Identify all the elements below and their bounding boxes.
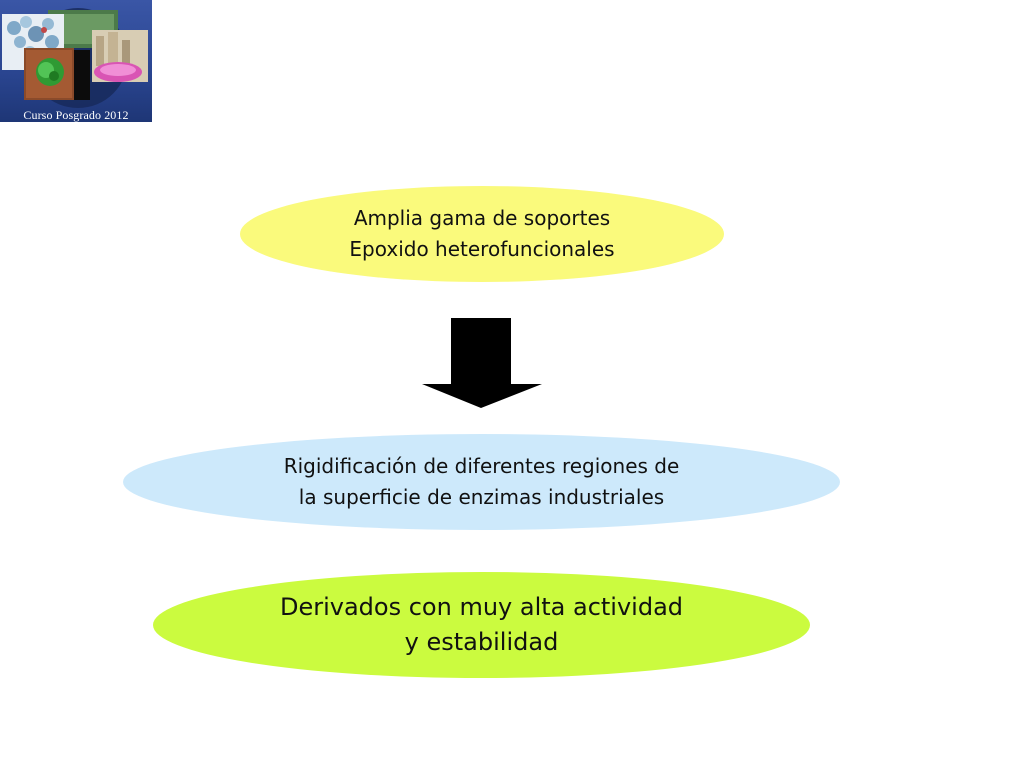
step-rigidificacion-line-1: Rigidificación de diferentes regiones de [283,454,680,478]
down-arrow-icon [420,318,544,410]
step-soportes-ellipse: Amplia gama de soportes Epoxido heterofu… [240,186,724,282]
logo-collage-image [2,8,148,108]
step-soportes-line-2: Epoxido heterofuncionales [349,237,615,261]
step-rigidificacion-line-2: la superficie de enzimas industriales [298,485,665,509]
step-soportes-line-1: Amplia gama de soportes [353,206,611,230]
course-logo: Curso Posgrado 2012 [0,0,152,122]
logo-caption: Curso Posgrado 2012 [23,108,129,122]
step-rigidificacion-ellipse: Rigidificación de diferentes regiones de… [123,434,840,530]
step-derivados-line-1: Derivados con muy alta actividad [279,593,684,621]
step-derivados-line-2: y estabilidad [404,628,559,656]
step-derivados-ellipse: Derivados con muy alta actividad y estab… [153,572,810,678]
